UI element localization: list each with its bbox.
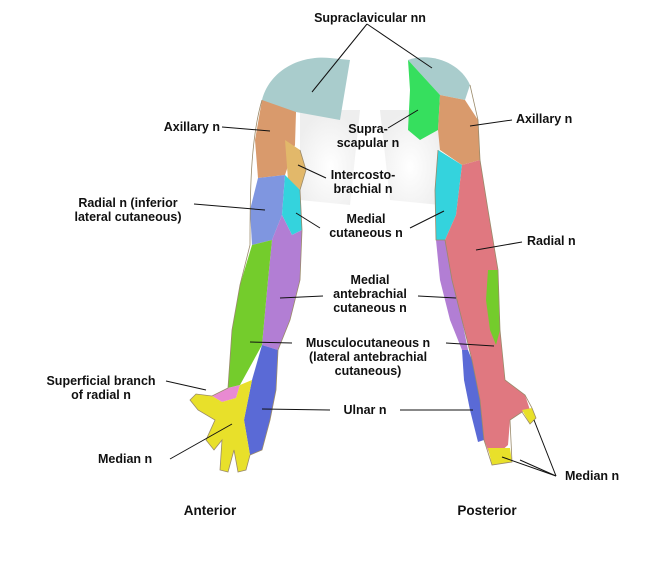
posterior-medial-cutaneous-region xyxy=(435,150,462,240)
label-ulnar: Ulnar n xyxy=(343,403,387,417)
label-median-anterior: Median n xyxy=(98,452,153,466)
label-medial-antebrachial-cutaneous: Medial antebrachial cutaneous n xyxy=(318,273,422,315)
view-title-posterior: Posterior xyxy=(457,503,517,518)
label-medial-antebrachial-line3: cutaneous n xyxy=(333,301,407,315)
label-medial-cutaneous-line1: Medial xyxy=(346,212,386,226)
label-superficial-branch-radial: Superficial branch of radial n xyxy=(36,374,166,402)
anterior-supraclavicular-region xyxy=(262,57,350,120)
label-intercostobrachial: Intercosto- brachial n xyxy=(323,168,403,196)
posterior-medial-antebrachial-region xyxy=(436,240,468,350)
label-superficial-radial-line2: of radial n xyxy=(71,388,131,402)
label-intercostobrachial-line1: Intercosto- xyxy=(330,168,396,182)
label-radial-inferior-line1: Radial n (inferior xyxy=(78,196,178,210)
posterior-musculocutaneous-region xyxy=(486,270,500,345)
label-intercostobrachial-line2: brachial n xyxy=(333,182,393,196)
label-superficial-radial-line1: Superficial branch xyxy=(46,374,156,388)
label-medial-antebrachial-line2: antebrachial xyxy=(333,287,407,301)
label-axillary-posterior: Axillary n xyxy=(516,112,573,126)
anterior-musculocutaneous-region xyxy=(228,240,272,388)
anterior-chest xyxy=(300,110,360,205)
anterior-medial-cutaneous-region xyxy=(282,175,302,235)
label-musculocutaneous: Musculocutaneous n (lateral antebrachial… xyxy=(288,336,448,378)
label-musculocutaneous-line3: cutaneous) xyxy=(334,364,402,378)
view-title-anterior: Anterior xyxy=(183,503,237,518)
posterior-arm-outline xyxy=(434,84,537,466)
label-musculocutaneous-line1: Musculocutaneous n xyxy=(305,336,431,350)
label-medial-antebrachial-line1: Medial xyxy=(350,273,390,287)
anterior-arm-outline xyxy=(189,99,307,473)
anterior-median-region xyxy=(190,380,252,472)
anterior-superficial-radial-region xyxy=(212,385,240,402)
posterior-median-region xyxy=(488,408,536,465)
label-radial-posterior: Radial n xyxy=(527,234,576,248)
posterior-arm xyxy=(380,57,537,466)
posterior-axillary-region xyxy=(438,95,480,165)
leader-lines xyxy=(165,23,557,477)
label-radial-inferior-line2: lateral cutaneous) xyxy=(74,210,182,224)
label-suprascapular-line2: scapular n xyxy=(336,136,400,150)
posterior-suprascapular-region xyxy=(408,60,440,140)
label-supraclavicular: Supraclavicular nn xyxy=(314,11,426,25)
posterior-ulnar-region xyxy=(462,350,484,442)
label-radial-inferior-lateral-cutaneous: Radial n (inferior lateral cutaneous) xyxy=(64,196,192,224)
label-suprascapular-line1: Supra- xyxy=(348,122,388,136)
label-medial-cutaneous-line2: cutaneous n xyxy=(329,226,403,240)
anterior-axillary-region xyxy=(255,100,296,178)
label-musculocutaneous-line2: (lateral antebrachial xyxy=(308,350,428,364)
label-suprascapular: Supra- scapular n xyxy=(332,122,404,150)
posterior-supraclavicular-region xyxy=(408,57,470,100)
anterior-medial-antebrachial-region xyxy=(262,215,302,350)
anterior-arm xyxy=(189,57,360,473)
label-medial-cutaneous: Medial cutaneous n xyxy=(320,212,412,240)
anterior-ulnar-region xyxy=(244,345,278,455)
anterior-radial-upper-region xyxy=(250,175,285,245)
label-median-posterior: Median n xyxy=(565,469,620,483)
label-axillary-anterior: Axillary n xyxy=(163,120,220,134)
